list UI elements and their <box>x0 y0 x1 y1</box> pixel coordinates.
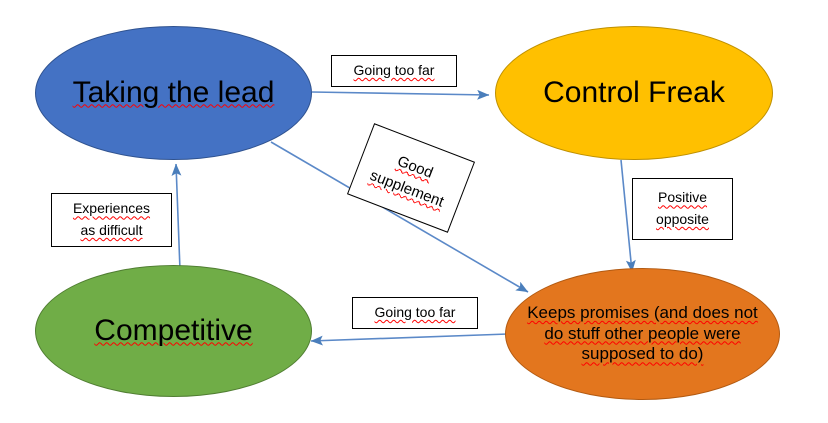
connector-control-freak-to-keeps-promises[interactable] <box>620 159 636 273</box>
node-keeps-promises[interactable]: Keeps promises (and does not do stuff ot… <box>505 268 780 400</box>
edge-label-experiences-as-difficult[interactable]: Experiences as difficult <box>51 193 172 247</box>
edge-label-text: Experiences as difficult <box>72 200 151 238</box>
edge-label-text: Positive opposite <box>656 189 709 227</box>
node-label-control-freak: Control Freak <box>543 75 725 109</box>
node-taking-the-lead[interactable]: Taking the lead <box>35 26 312 160</box>
node-control-freak[interactable]: Control Freak <box>495 26 773 160</box>
edge-label-text: Going too far <box>353 62 435 79</box>
connector-keeps-promises-to-competitive[interactable] <box>310 333 509 346</box>
edge-label-text: Good supplement <box>367 152 447 211</box>
edge-label-going-too-far-bottom[interactable]: Going too far <box>352 297 478 329</box>
edge-label-going-too-far-top[interactable]: Going too far <box>331 55 457 87</box>
node-label-taking-the-lead: Taking the lead <box>72 75 275 109</box>
connector-lead-to-control-freak[interactable] <box>311 89 490 100</box>
edge-label-positive-opposite[interactable]: Positive opposite <box>632 178 733 240</box>
connector-lead-to-keeps-promises[interactable] <box>270 141 529 293</box>
node-label-competitive: Competitive <box>94 313 253 347</box>
connector-competitive-to-lead[interactable] <box>171 163 182 271</box>
node-competitive[interactable]: Competitive <box>35 265 312 397</box>
node-label-keeps-promises: Keeps promises (and does not do stuff ot… <box>527 302 758 364</box>
edge-label-text: Going too far <box>374 304 456 321</box>
